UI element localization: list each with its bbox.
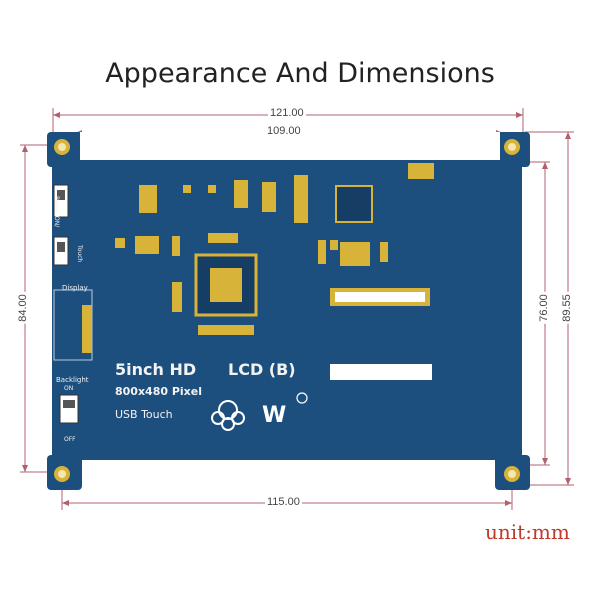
- resolution-label: 800x480 Pixel: [115, 385, 203, 398]
- dim-label-bottom: 115.00: [265, 496, 302, 508]
- page-title: Appearance And Dimensions: [105, 58, 495, 89]
- raspberry-logo: [211, 400, 245, 431]
- smd-components: [115, 163, 434, 335]
- left-switches: [53, 184, 93, 424]
- secondary-chip: [335, 185, 373, 223]
- touch-label: Touch: [76, 245, 83, 263]
- dim-label-top-outer: 121.00: [268, 107, 306, 119]
- pcb-board: [52, 160, 522, 460]
- feature-label: USB Touch: [115, 408, 173, 421]
- dim-label-right-outer: 89.55: [560, 292, 573, 324]
- product-name-line1: 5inch HD: [115, 360, 197, 379]
- main-chip: [194, 253, 258, 317]
- dim-label-right-inner: 76.00: [537, 292, 550, 324]
- label-area: [330, 364, 432, 380]
- waveshare-logo: W: [262, 392, 308, 428]
- on-label: ON: [64, 385, 74, 392]
- product-name-line2: LCD (B): [228, 360, 296, 379]
- backlight-label: Backlight: [56, 376, 89, 384]
- display-label: Display: [62, 284, 88, 292]
- unit-label: unit:mm: [485, 520, 570, 544]
- fpc-connector: [330, 288, 430, 306]
- dim-label-top-inner: 109.00: [265, 125, 303, 137]
- mounting-holes: [54, 139, 520, 482]
- svg-text:W: W: [262, 403, 286, 428]
- power-label: Power ON/: [53, 196, 60, 228]
- off-label: OFF: [64, 436, 76, 443]
- dim-label-left: 84.00: [16, 292, 29, 324]
